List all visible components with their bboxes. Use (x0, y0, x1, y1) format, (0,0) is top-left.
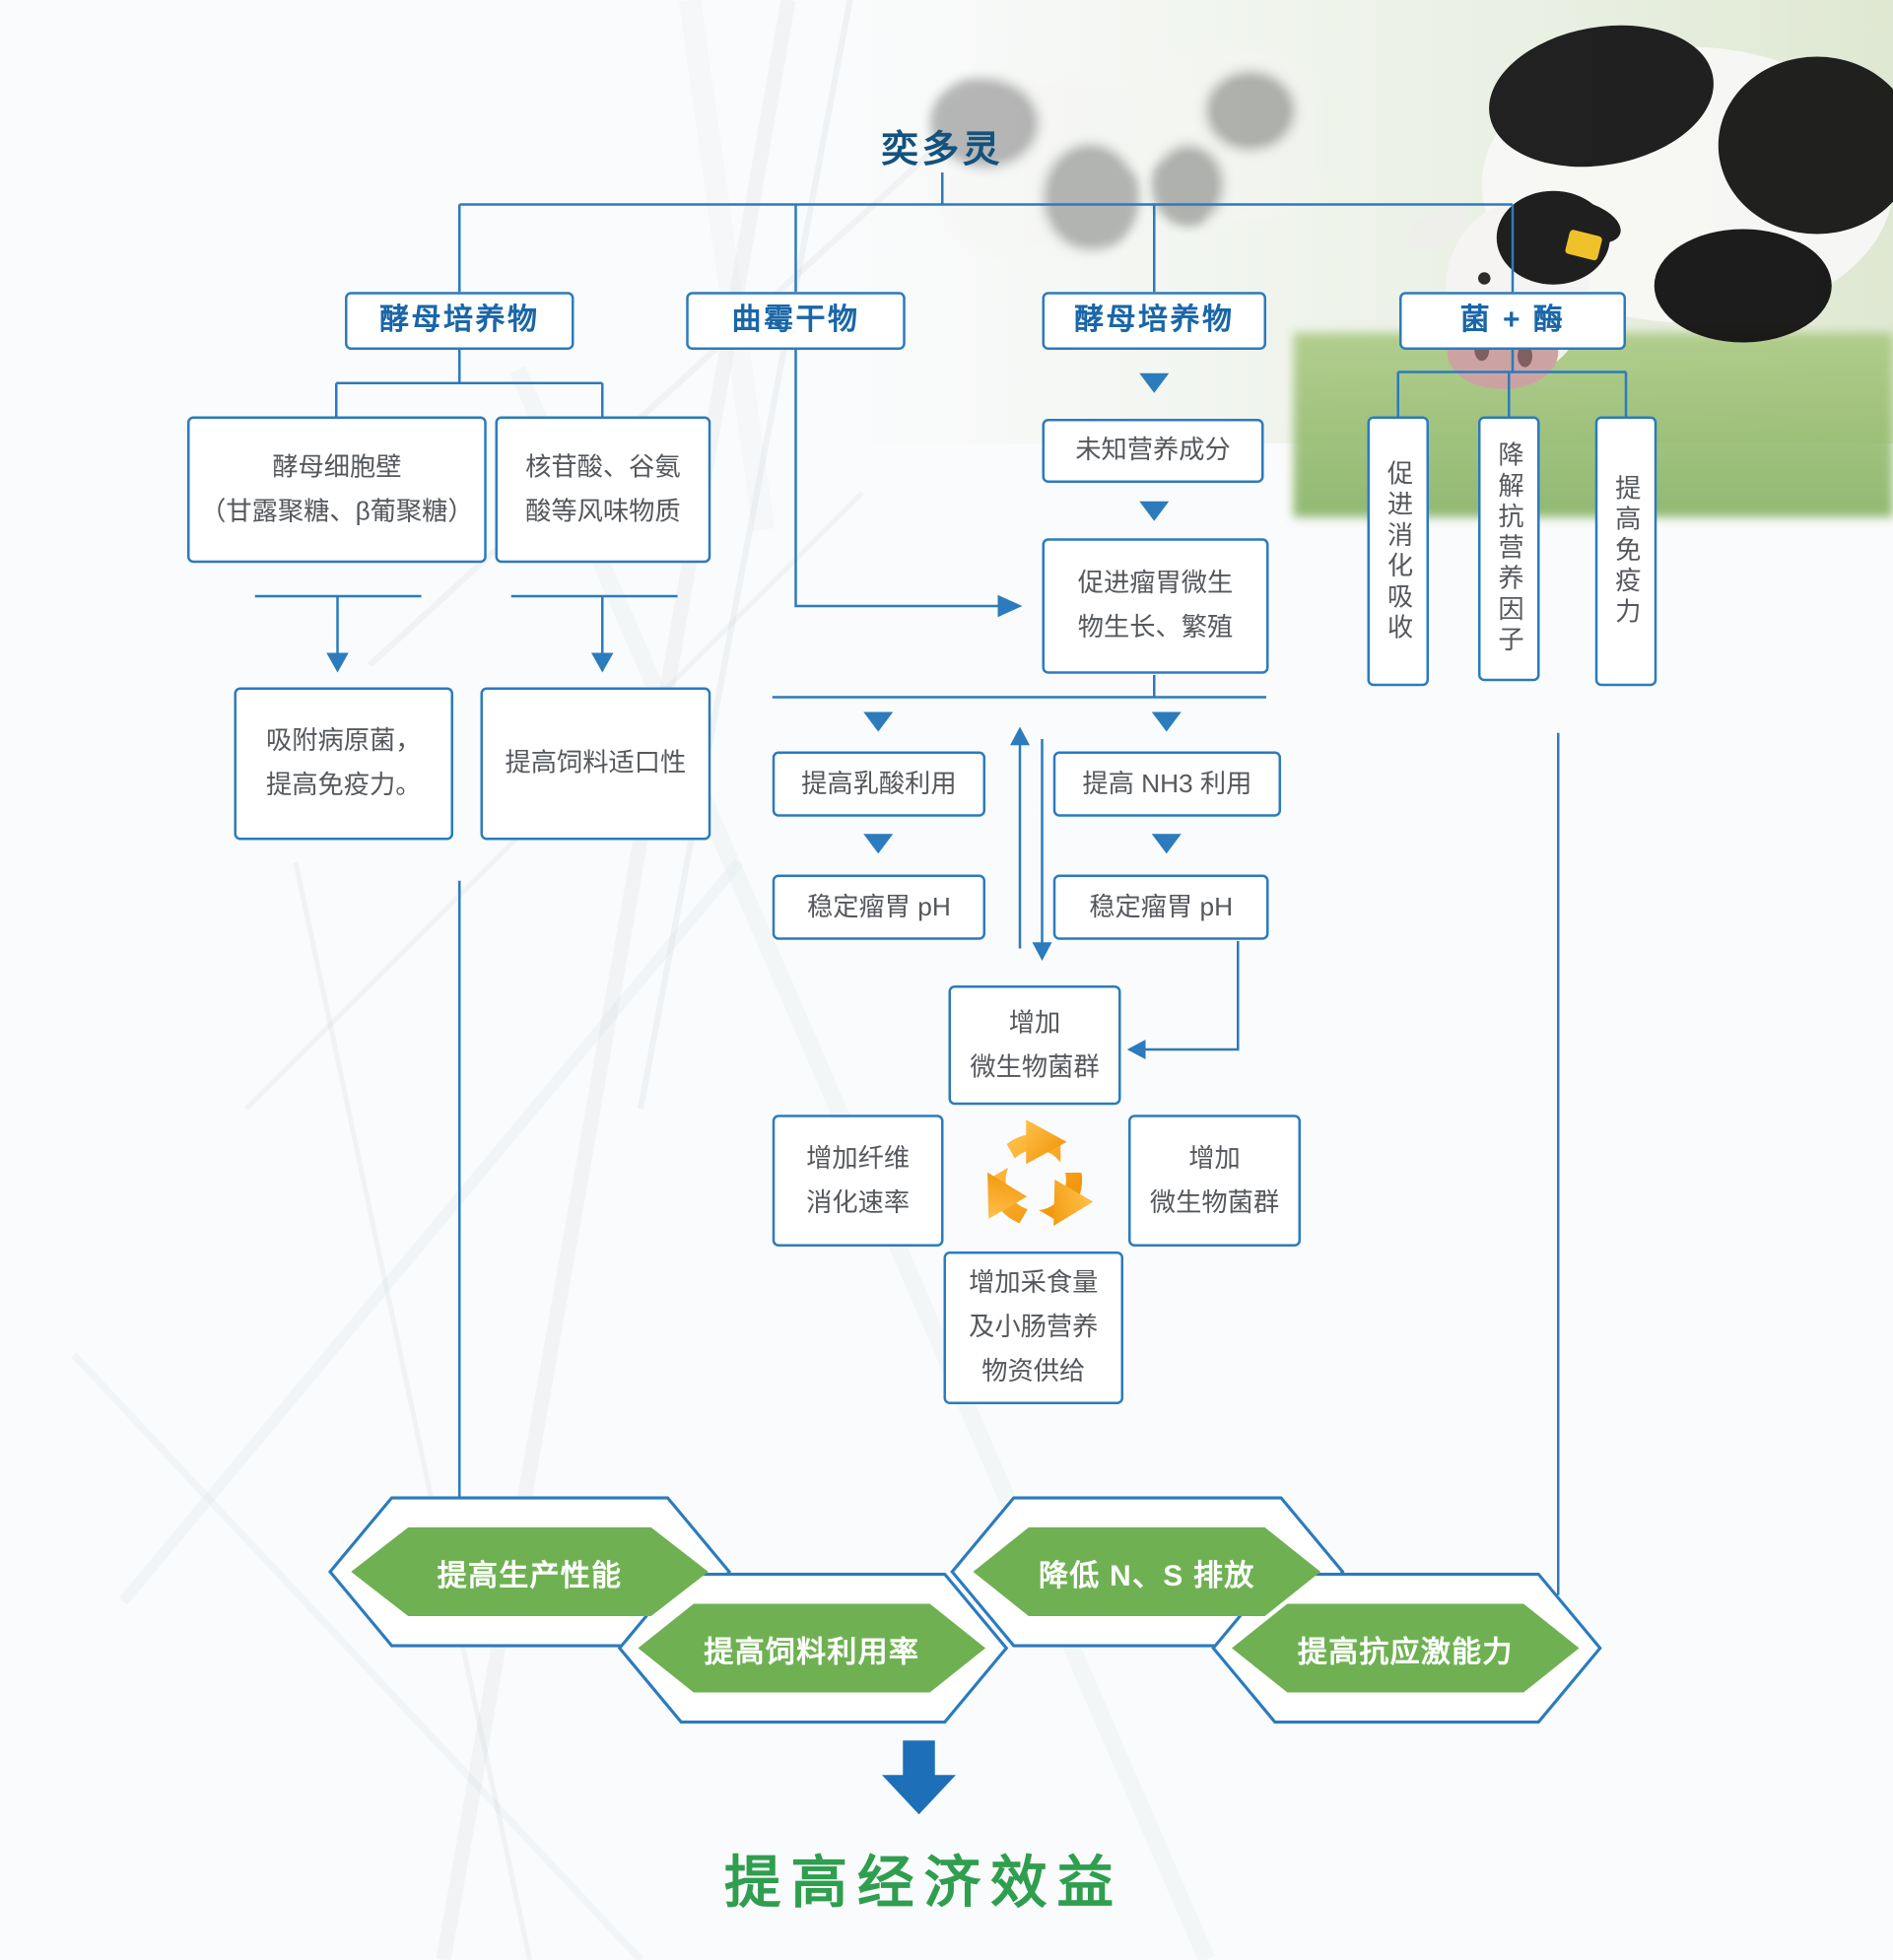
banner-outline (327, 1496, 1602, 1724)
main-cow (1407, 25, 1893, 389)
arrowhead-icons (326, 372, 1182, 1059)
recycle-icon (950, 1109, 1094, 1256)
flow-lines (254, 172, 1628, 1595)
down-arrow-icon (882, 1740, 956, 1815)
